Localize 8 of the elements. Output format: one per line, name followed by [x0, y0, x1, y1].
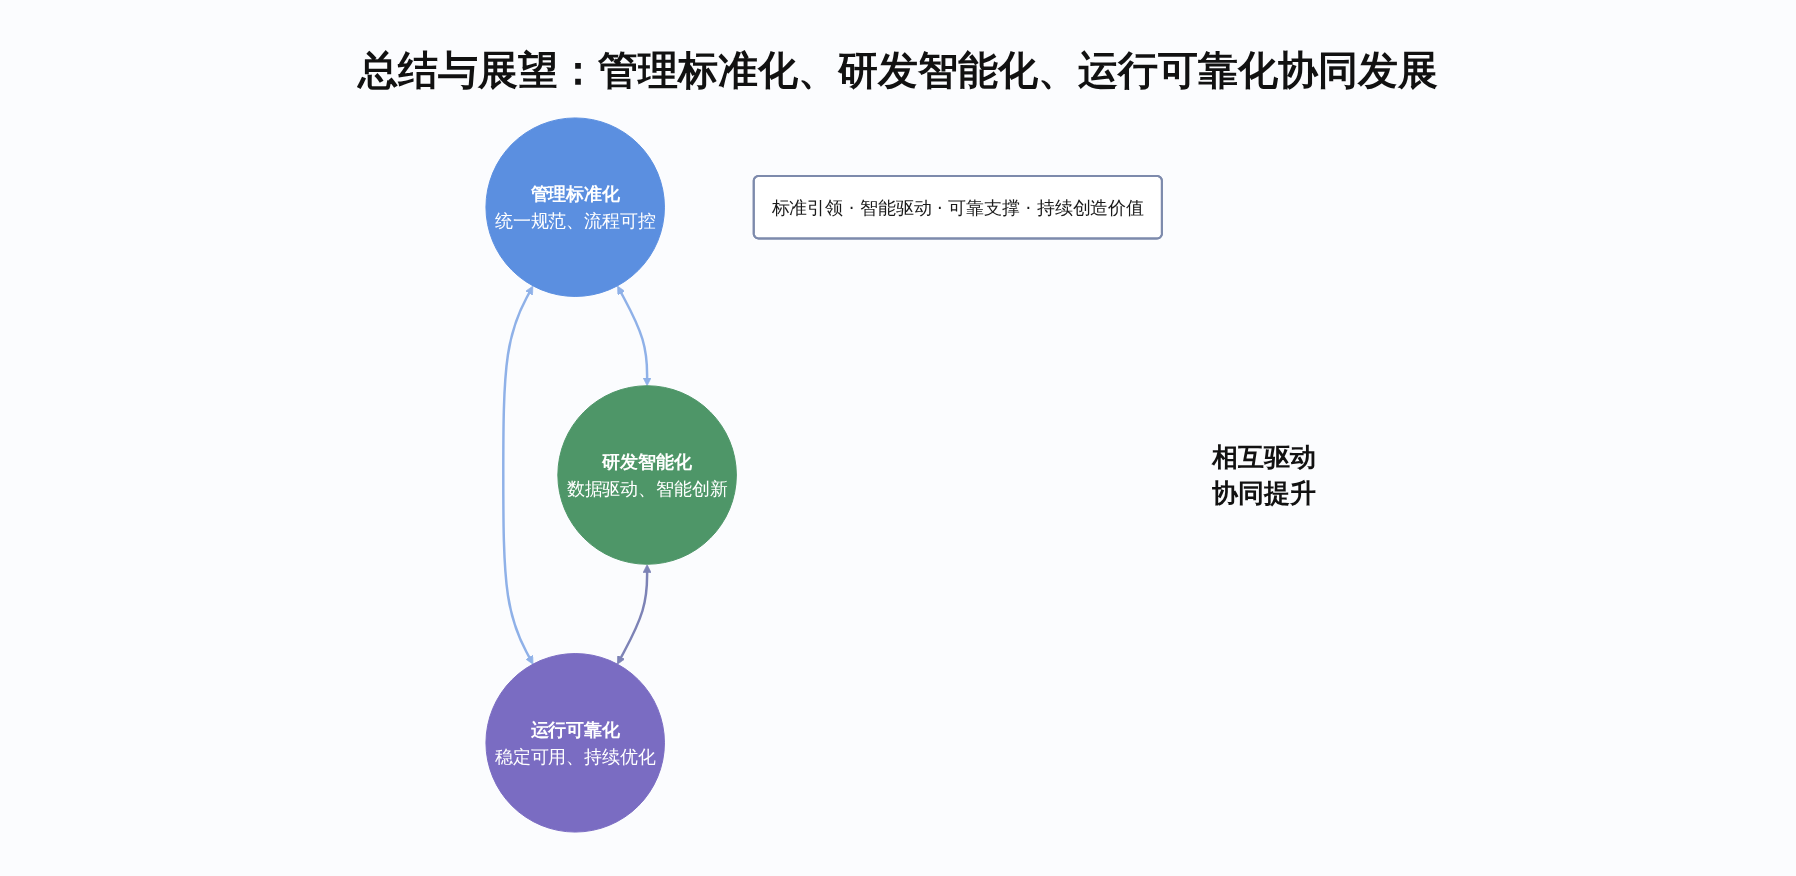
arrow [616, 285, 651, 387]
title: 总结与展望：管理标准化、研发智能化、运行可靠化协同发展 [356, 46, 1439, 95]
node-circle: 研发智能化 数据驱动、智能创新 [556, 385, 737, 565]
arrow [501, 285, 533, 665]
arrow [616, 564, 651, 665]
node-circle: 管理标准化 统一规范、流程可控 [484, 117, 665, 297]
note-text: 相互驱动协同提升 [1210, 440, 1317, 510]
node-circle: 运行可靠化 稳定可用、持续优化 [484, 653, 665, 833]
